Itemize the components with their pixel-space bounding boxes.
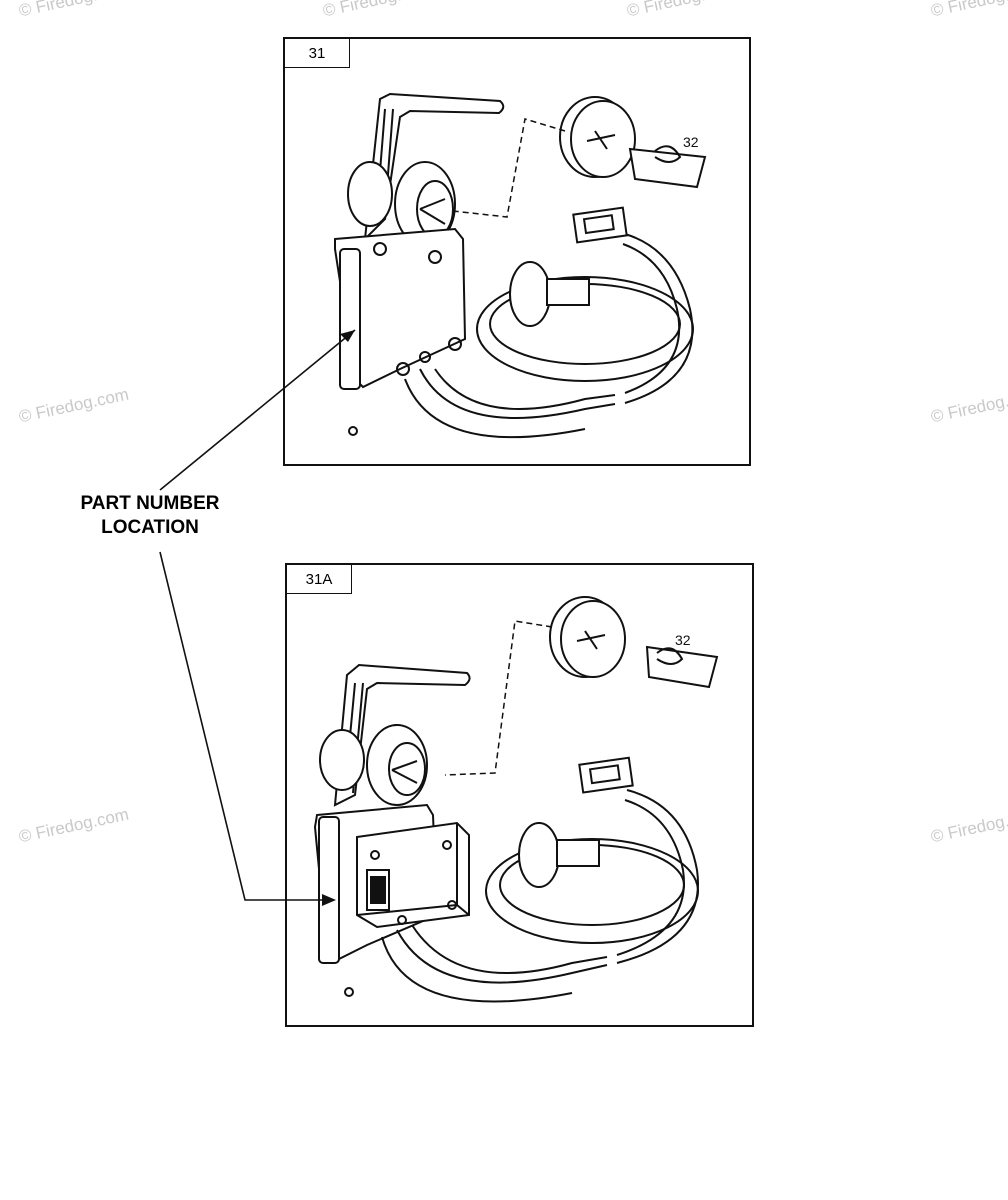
diagram-panel-31A: 32 31A (285, 563, 754, 1027)
annotation-line-1: PART NUMBER (80, 493, 220, 514)
watermark: © Firedog.com (17, 0, 130, 21)
switch-assembly-drawing: 32 (313, 596, 719, 1003)
diagram-panel-31: 32 31 (283, 37, 751, 466)
switch-assembly-drawing: 32 (334, 92, 707, 439)
watermark: © Firedog.com (625, 0, 738, 21)
panel-label: 31A (287, 565, 352, 594)
annotation-line-2: LOCATION (101, 517, 199, 538)
watermark: © Firedog.com (929, 384, 1008, 427)
watermark: © Firedog.com (929, 804, 1008, 847)
part-number-location-label: PART NUMBER LOCATION (60, 492, 240, 540)
callout-32: 32 (675, 632, 691, 648)
panel-label: 31 (285, 39, 350, 68)
callout-32: 32 (683, 134, 699, 150)
watermark: © Firedog.com (929, 0, 1008, 21)
watermark: © Firedog.com (17, 804, 131, 847)
watermark: © Firedog.com (17, 384, 131, 427)
watermark: © Firedog.com (321, 0, 434, 21)
